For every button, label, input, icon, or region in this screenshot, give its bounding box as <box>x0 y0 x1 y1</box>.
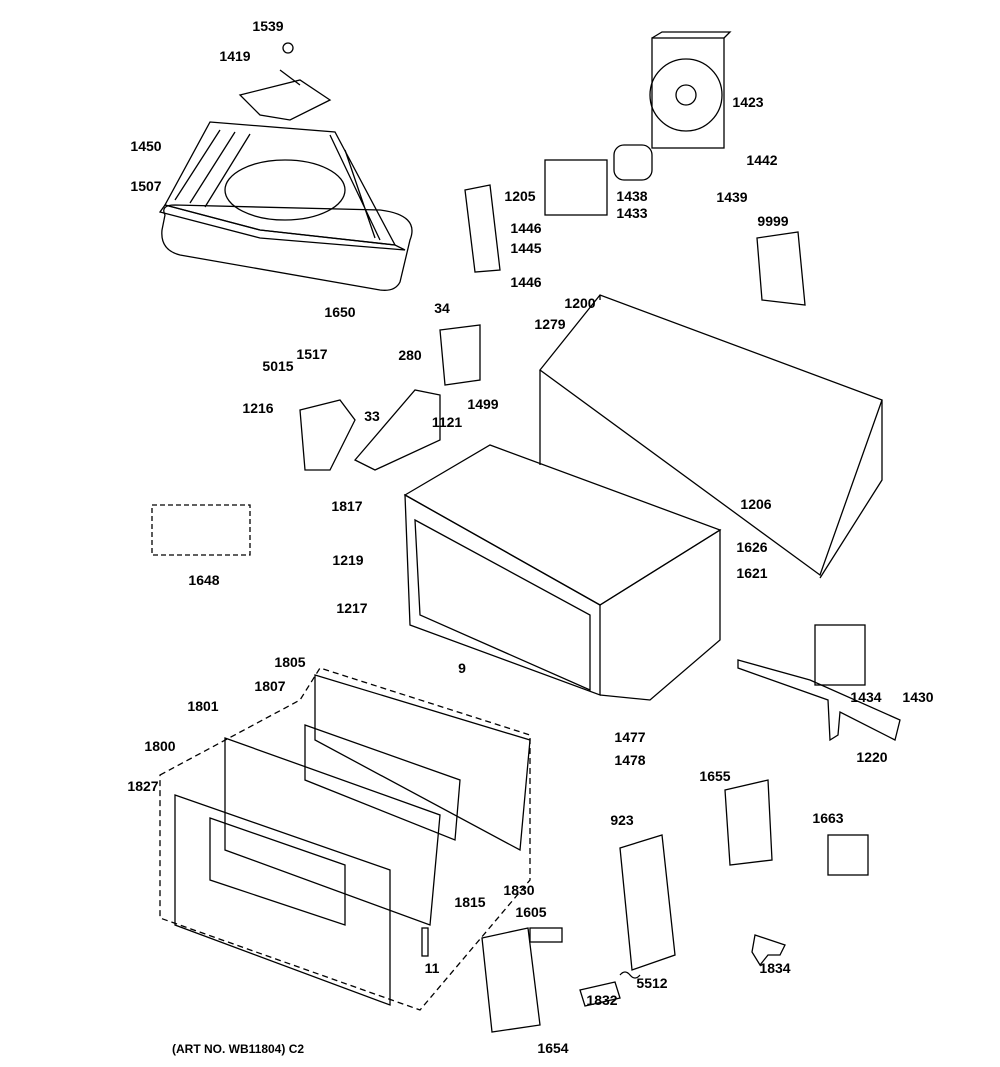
callout-1419: 1419 <box>219 48 251 64</box>
callout-1499: 1499 <box>467 396 499 412</box>
callout-1450: 1450 <box>130 138 162 154</box>
callout-1430: 1430 <box>902 689 934 705</box>
stirrer-nut <box>282 42 294 54</box>
switch-bracket <box>464 184 501 273</box>
callout-280: 280 <box>398 347 422 363</box>
part-11 <box>421 927 429 957</box>
callout-5512: 5512 <box>636 975 668 991</box>
callout-1648: 1648 <box>188 572 220 588</box>
callout-1445: 1445 <box>510 240 542 256</box>
door-window <box>209 817 346 926</box>
callout-1507: 1507 <box>130 178 162 194</box>
callout-1650: 1650 <box>324 304 356 320</box>
transformer-1663 <box>827 834 869 876</box>
callout-1663: 1663 <box>812 810 844 826</box>
label-1605 <box>529 927 563 943</box>
callout-1805: 1805 <box>274 654 306 670</box>
latch-1832 <box>579 981 621 1007</box>
callout-1439: 1439 <box>716 189 748 205</box>
callout-1217: 1217 <box>336 600 368 616</box>
panel-1654 <box>481 927 541 1033</box>
callout-1655: 1655 <box>699 768 731 784</box>
cover-34 <box>439 324 481 386</box>
capacitor <box>613 144 653 181</box>
air-guide <box>737 659 901 742</box>
callout-1817: 1817 <box>331 498 363 514</box>
art-number-note: (ART NO. WB11804) C2 <box>172 1042 305 1056</box>
callout-11: 11 <box>424 960 440 976</box>
callout-1626: 1626 <box>736 539 768 555</box>
callout-1433: 1433 <box>616 205 648 221</box>
oven-cavity <box>403 444 722 701</box>
callout-1654: 1654 <box>537 1040 569 1056</box>
callout-1219: 1219 <box>332 552 364 568</box>
callout-5015: 5015 <box>262 358 294 374</box>
callout-1621: 1621 <box>736 565 768 581</box>
transformer <box>544 159 608 216</box>
door-film <box>304 724 461 841</box>
callout-1423: 1423 <box>732 94 764 110</box>
callout-1517: 1517 <box>296 346 328 362</box>
callout-1605: 1605 <box>515 904 547 920</box>
callout-1830: 1830 <box>503 882 535 898</box>
callout-923: 923 <box>610 812 634 828</box>
outer-case <box>539 294 883 579</box>
callout-1446-b: 1446 <box>510 274 542 290</box>
stirrer <box>238 69 332 121</box>
callout-1220: 1220 <box>856 749 888 765</box>
rack-seal <box>161 204 413 291</box>
callout-9: 9 <box>458 660 466 676</box>
door-panel <box>174 794 391 1006</box>
oven-rack <box>158 121 406 251</box>
magnetron <box>814 624 866 686</box>
callout-1442: 1442 <box>746 152 778 168</box>
callout-1121: 1121 <box>431 414 463 430</box>
door-choke <box>314 674 531 852</box>
control-panel-923 <box>619 834 676 971</box>
hardware-kit <box>151 504 251 556</box>
callout-34: 34 <box>434 300 450 316</box>
callout-9999: 9999 <box>757 213 789 229</box>
waveguide <box>353 389 441 471</box>
callout-1800: 1800 <box>144 738 176 754</box>
callout-1834: 1834 <box>759 960 791 976</box>
callout-1539: 1539 <box>252 18 284 34</box>
callout-1216: 1216 <box>242 400 274 416</box>
callout-1815: 1815 <box>454 894 486 910</box>
callout-1478: 1478 <box>614 752 646 768</box>
callout-1434: 1434 <box>850 689 882 705</box>
duct <box>299 399 356 471</box>
door-dashed-outline <box>159 667 531 1011</box>
part-1834 <box>751 934 786 967</box>
fan-assembly <box>649 31 732 149</box>
callout-1438: 1438 <box>616 188 648 204</box>
spring-5512 <box>619 971 641 979</box>
callout-1206: 1206 <box>740 496 772 512</box>
callout-1205: 1205 <box>504 188 536 204</box>
control-board-1655 <box>724 779 773 866</box>
callout-1279: 1279 <box>534 316 566 332</box>
callout-1200: 1200 <box>564 295 596 311</box>
callout-1801: 1801 <box>187 698 219 714</box>
callout-1446: 1446 <box>510 220 542 236</box>
callout-1827: 1827 <box>127 778 159 794</box>
callout-33: 33 <box>364 408 380 424</box>
callout-1807: 1807 <box>254 678 286 694</box>
manual-envelope <box>756 231 806 306</box>
callout-1477: 1477 <box>614 729 646 745</box>
callout-1832: 1832 <box>586 992 618 1008</box>
door-frame <box>224 737 441 926</box>
